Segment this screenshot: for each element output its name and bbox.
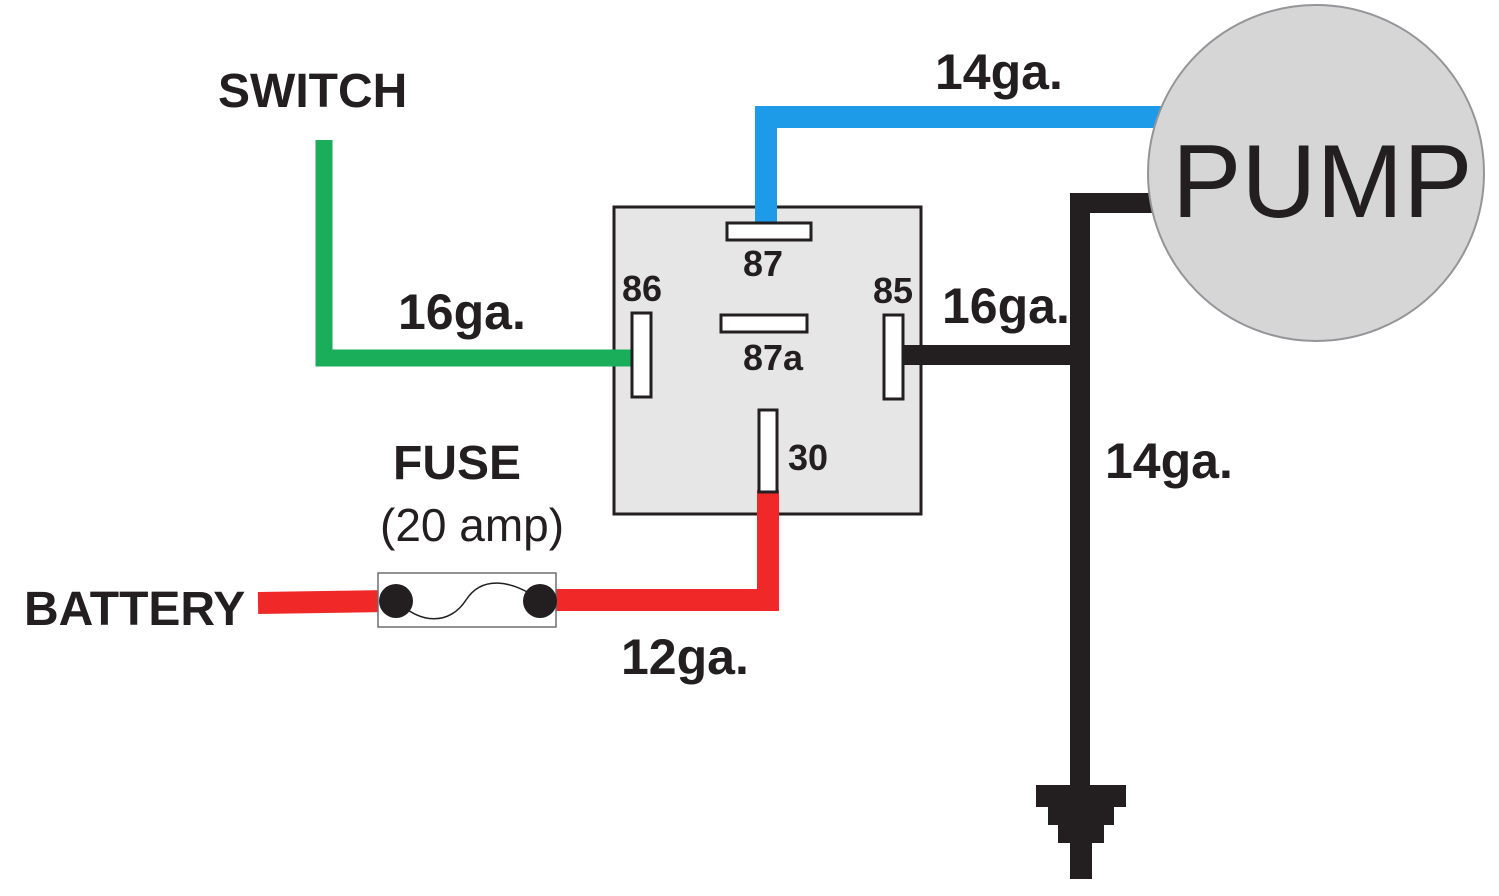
switch-wire: [315, 140, 634, 367]
pin-87a-label: 87a: [743, 337, 804, 378]
battery-wire-gauge: 12ga.: [621, 629, 749, 685]
pump-label: PUMP: [1172, 124, 1472, 240]
fuse-rating: (20 amp): [380, 499, 564, 551]
pump-wire-gauge: 14ga.: [935, 44, 1063, 100]
relay-pin-30: [757, 408, 779, 494]
ground-symbol: [1036, 785, 1126, 879]
relay-pin-85: [882, 313, 905, 401]
fuse-title: FUSE: [393, 437, 521, 490]
pump-wire: [755, 106, 1165, 222]
switch-wire-gauge: 16ga.: [398, 284, 526, 340]
main-ground-wire: [1070, 193, 1155, 790]
relay-pin-87: [725, 221, 813, 242]
relay-pin-87a: [719, 313, 809, 334]
switch-label: SWITCH: [218, 65, 407, 118]
pin-87-label: 87: [743, 243, 783, 284]
fuse: [377, 572, 557, 628]
pin-30-label: 30: [788, 437, 828, 478]
battery-label: BATTERY: [24, 583, 245, 636]
battery-wire: [257, 490, 779, 614]
ground-top-gauge: 16ga.: [942, 278, 1070, 334]
pin-85-label: 85: [873, 270, 913, 311]
relay-pin-86: [630, 311, 653, 399]
ground-wire-gauge: 14ga.: [1105, 433, 1233, 489]
pin-86-label: 86: [622, 268, 662, 309]
pump-motor: [1147, 4, 1485, 342]
